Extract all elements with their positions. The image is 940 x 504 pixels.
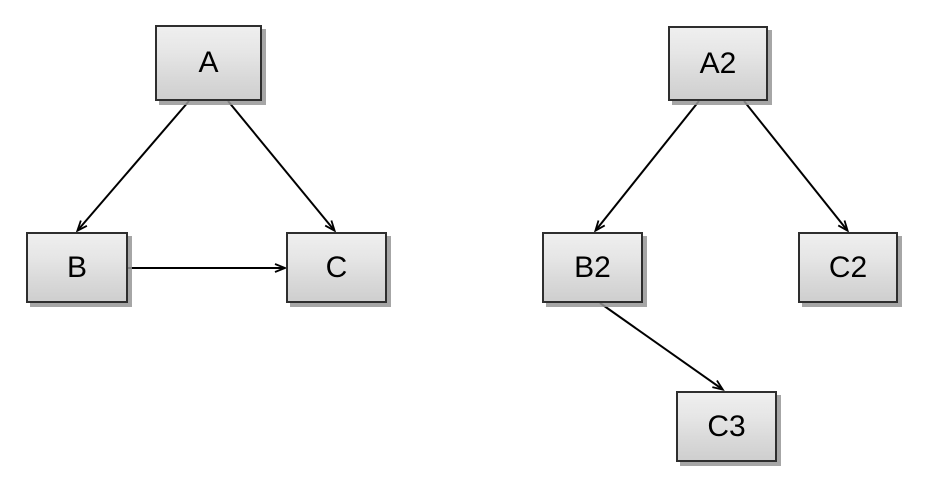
node-label: C3	[707, 409, 746, 443]
edge-A2-to-C2[interactable]	[743, 100, 850, 233]
edge-A-to-B[interactable]	[75, 100, 190, 233]
edge-A-to-C[interactable]	[227, 100, 337, 233]
node-A[interactable]: A	[155, 25, 262, 101]
node-C2[interactable]: C2	[798, 232, 898, 303]
node-label: B	[66, 250, 87, 284]
node-B2[interactable]: B2	[542, 232, 643, 303]
node-label: A	[198, 46, 219, 79]
edge-B2-to-C3[interactable]	[599, 302, 725, 391]
node-label: A2	[699, 46, 737, 80]
node-label: C	[325, 250, 348, 284]
node-B[interactable]: B	[26, 232, 128, 303]
node-label: B2	[574, 250, 611, 284]
node-label: C2	[828, 250, 868, 284]
node-C[interactable]: C	[286, 232, 387, 303]
node-A2[interactable]: A2	[668, 26, 768, 101]
edge-A2-to-B2[interactable]	[593, 100, 700, 233]
node-C3[interactable]: C3	[676, 391, 777, 462]
